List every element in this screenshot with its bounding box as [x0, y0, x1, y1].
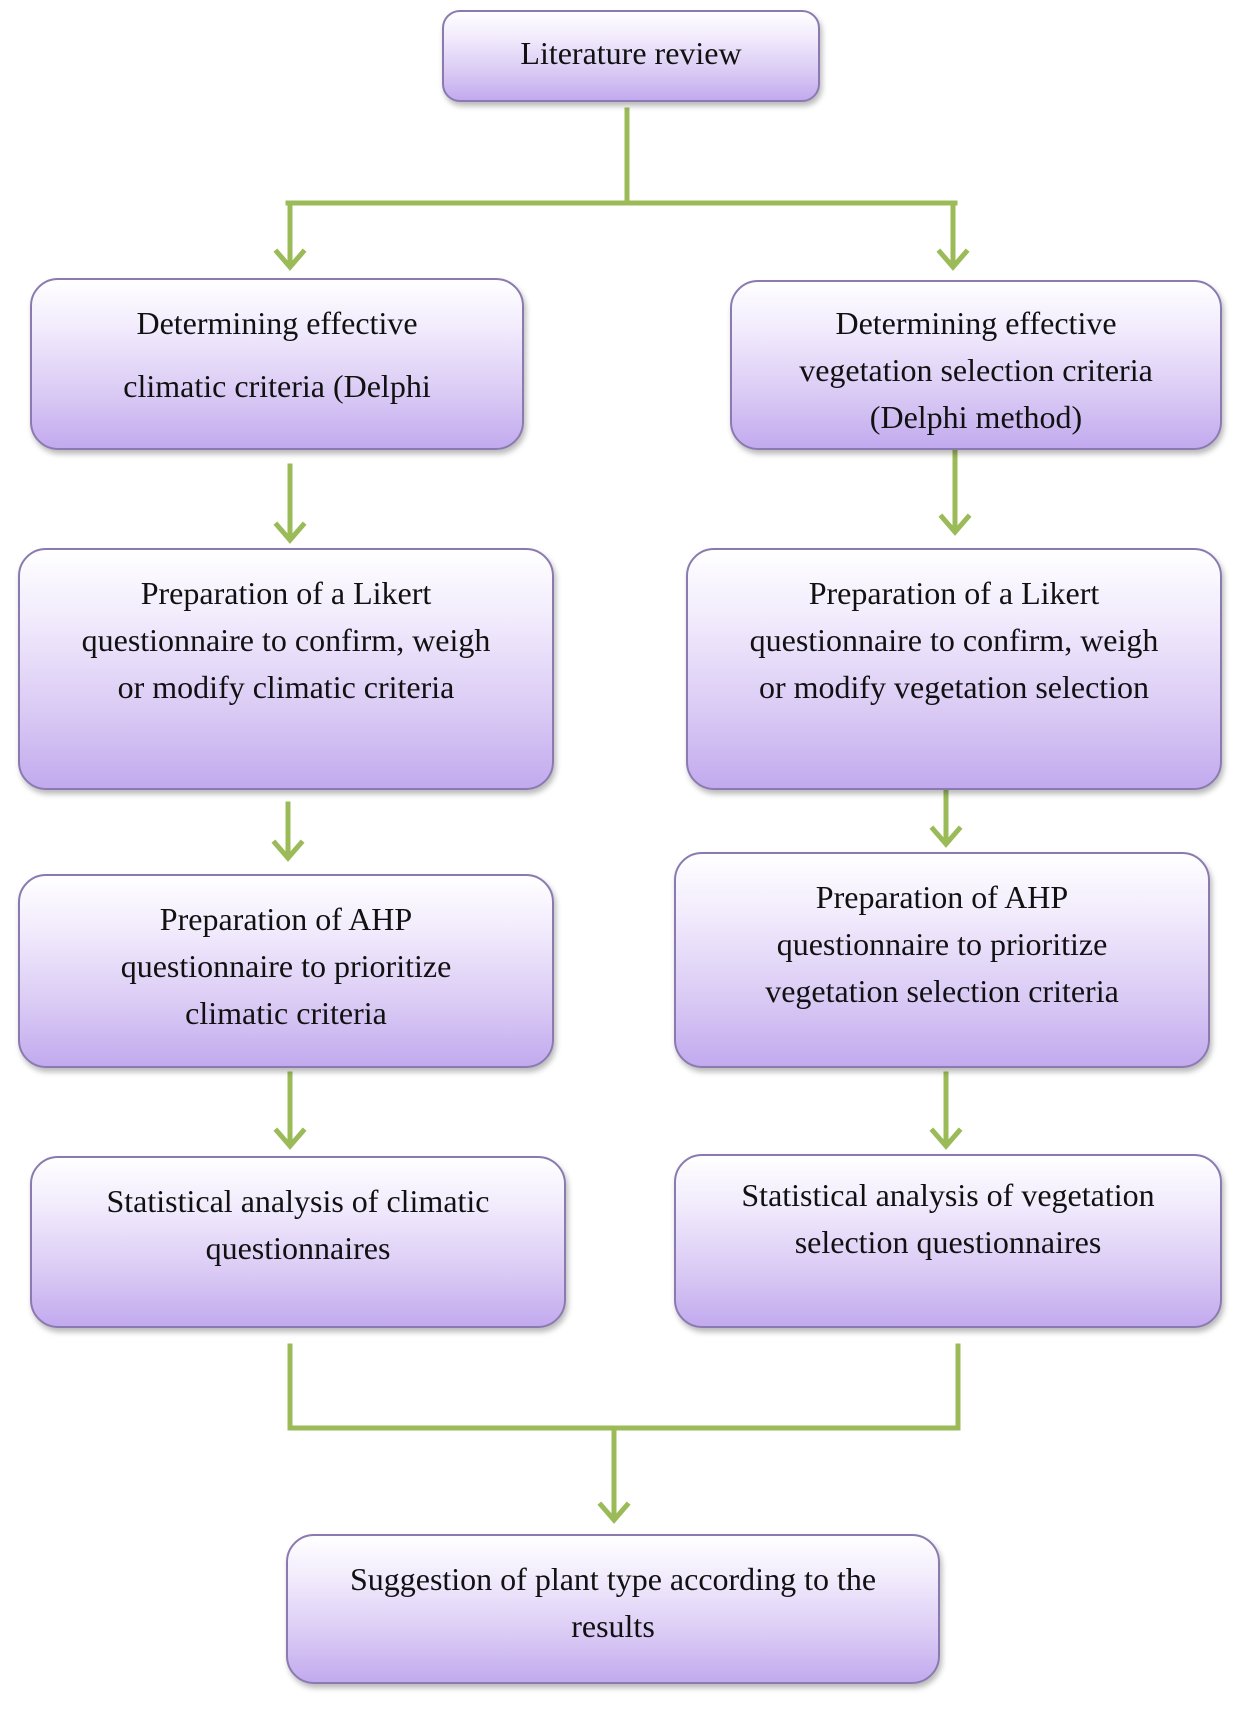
box-text-line: questionnaire to confirm, weigh — [749, 622, 1159, 658]
box-text-line: questionnaire to prioritize — [120, 948, 452, 984]
box-text-line: Suggestion of plant type according to th… — [349, 1561, 877, 1597]
box-text-line: Determining effective — [835, 305, 1117, 341]
arrowhead-left-stats — [273, 1127, 307, 1150]
box-text-line: Determining effective — [136, 305, 418, 341]
vegetation-ahp-box: Preparation of AHP questionnaire to prio… — [674, 852, 1210, 1068]
vegetation-stats-box: Statistical analysis of vegetation selec… — [674, 1154, 1222, 1328]
box-text-line: Preparation of a Likert — [140, 575, 432, 611]
box-text-line: or modify vegetation selection — [758, 669, 1150, 705]
arrowhead-right-criteria — [936, 248, 970, 271]
box-text-line: (Delphi method) — [869, 399, 1083, 435]
box-text-line: or modify climatic criteria — [117, 669, 455, 705]
climatic-criteria-box: Determining effective climatic criteria … — [30, 278, 524, 450]
box-text-line: Preparation of AHP — [159, 901, 413, 937]
arrowhead-right-ahp — [929, 825, 963, 848]
box-text-line: Preparation of a Likert — [808, 575, 1100, 611]
box-text-line: questionnaire to prioritize — [776, 926, 1108, 962]
arrowhead-left-likert — [273, 521, 307, 544]
climatic-ahp-box: Preparation of AHP questionnaire to prio… — [18, 874, 554, 1068]
vegetation-criteria-box: Determining effective vegetation selecti… — [730, 280, 1222, 450]
box-text-line: vegetation selection criteria — [799, 352, 1153, 388]
arrowhead-left-ahp — [271, 839, 305, 862]
box-text-line: climatic criteria (Delphi — [123, 368, 431, 404]
box-text-line: climatic criteria — [185, 995, 387, 1031]
box-text-line: questionnaire to confirm, weigh — [81, 622, 491, 658]
vegetation-likert-box: Preparation of a Likert questionnaire to… — [686, 548, 1222, 790]
box-text-line: Statistical analysis of climatic — [106, 1183, 490, 1219]
plant-suggestion-box: Suggestion of plant type according to th… — [286, 1534, 940, 1684]
box-text-line: results — [571, 1608, 655, 1644]
arrowhead-left-criteria — [273, 248, 307, 271]
literature-review-box: Literature review — [442, 10, 820, 102]
box-text-line: Literature review — [520, 35, 742, 71]
arrowhead-right-likert — [938, 513, 972, 536]
box-text-line: Preparation of AHP — [815, 879, 1069, 915]
arrowhead-right-stats — [929, 1127, 963, 1150]
box-text-line: questionnaires — [205, 1230, 391, 1266]
box-text-line: selection questionnaires — [794, 1224, 1102, 1260]
box-text-line: Statistical analysis of vegetation — [741, 1177, 1155, 1213]
box-text-line: vegetation selection criteria — [765, 973, 1119, 1009]
climatic-stats-box: Statistical analysis of climatic questio… — [30, 1156, 566, 1328]
climatic-likert-box: Preparation of a Likert questionnaire to… — [18, 548, 554, 790]
arrowhead-bottom — [597, 1501, 631, 1524]
